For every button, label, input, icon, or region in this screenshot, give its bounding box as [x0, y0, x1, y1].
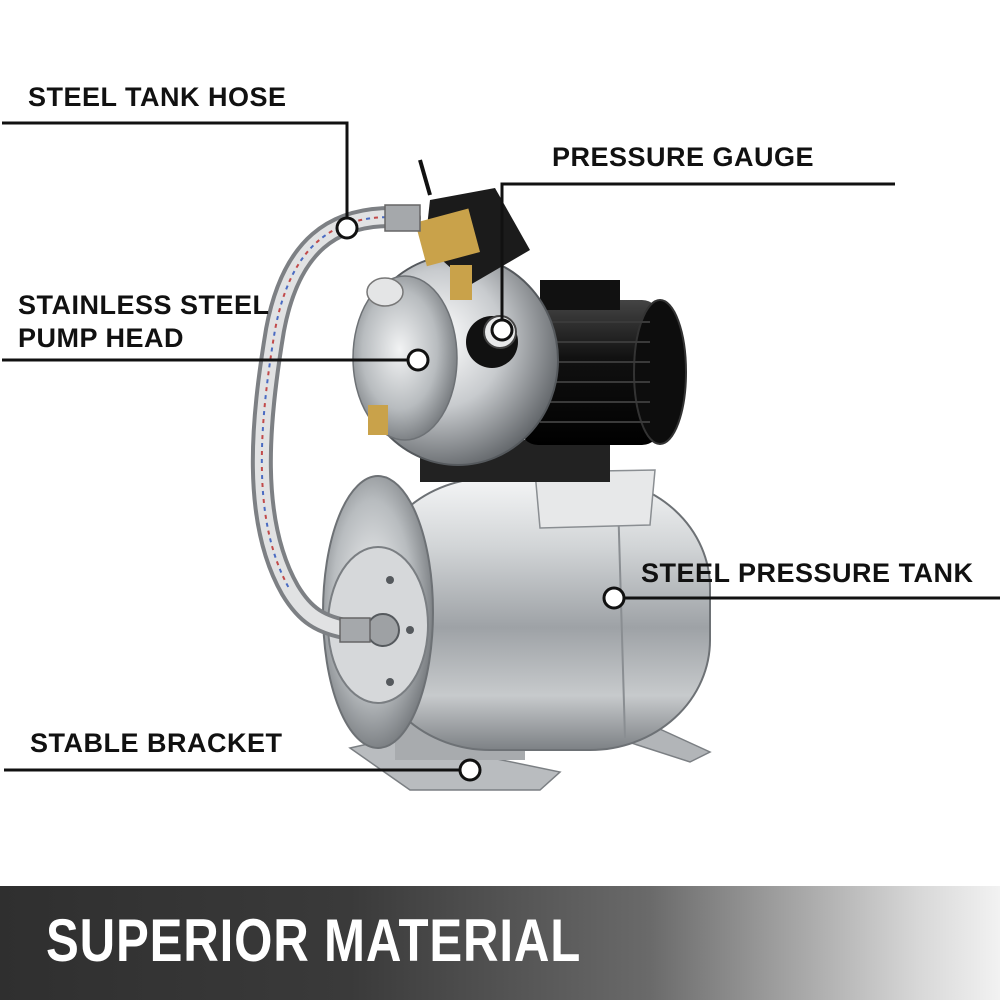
- bracket-dot: [458, 758, 482, 782]
- gauge-callout-line: [500, 182, 895, 330]
- pump-head-label-line1: STAINLESS STEEL: [18, 290, 270, 320]
- gauge-dot: [490, 318, 514, 342]
- tank-dot: [602, 586, 626, 610]
- hose-callout-line: [2, 121, 349, 228]
- pressure-switch: [415, 159, 530, 300]
- pressure-tank: [322, 469, 711, 751]
- banner: SUPERIOR MATERIAL: [0, 886, 1000, 1000]
- banner-title: SUPERIOR MATERIAL: [46, 907, 582, 974]
- pump-head-dot: [406, 348, 430, 372]
- stable-bracket-label: STABLE BRACKET: [30, 728, 283, 758]
- pump-head-label-line2: PUMP HEAD: [18, 323, 185, 353]
- hose-dot: [335, 216, 359, 240]
- steel-tank-hose: [250, 204, 421, 643]
- steel-pressure-tank-label: STEEL PRESSURE TANK: [641, 558, 974, 588]
- pressure-gauge-label: PRESSURE GAUGE: [552, 142, 815, 172]
- pump-head: [352, 254, 559, 466]
- callout-lines: [2, 121, 1000, 772]
- callout-dots: [335, 216, 626, 782]
- steel-tank-hose-label: STEEL TANK HOSE: [28, 82, 287, 112]
